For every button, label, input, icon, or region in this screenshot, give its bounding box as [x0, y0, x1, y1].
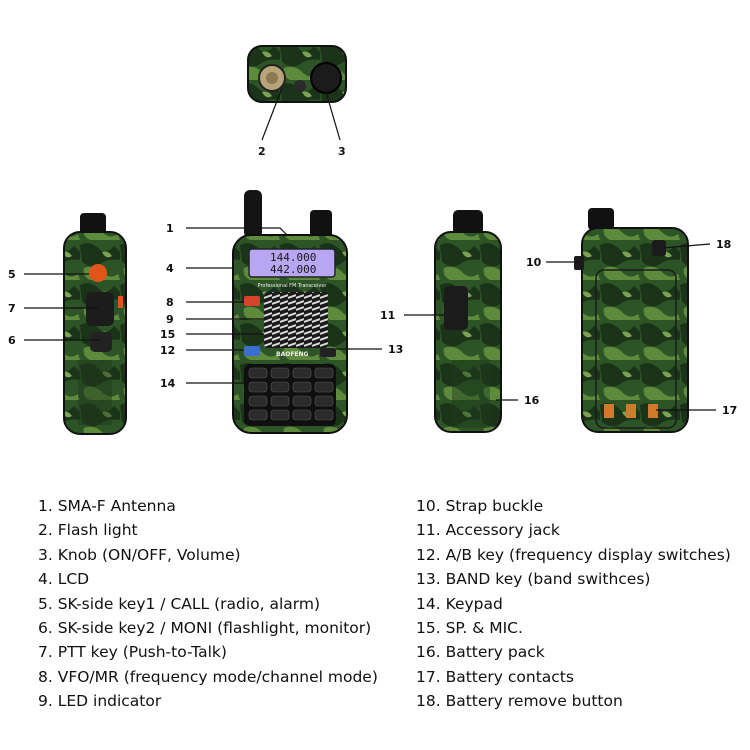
front-view: 144.000 442.000 Professional FM Transcei…	[232, 190, 348, 434]
callout-11: 11	[380, 309, 395, 322]
callout-16: 16	[524, 394, 540, 407]
right-side-view	[434, 210, 502, 433]
legend-item: 12. A/B key (frequency display switches)	[416, 545, 731, 564]
callout-5: 5	[8, 268, 16, 281]
radio-diagram: 144.000 442.000 Professional FM Transcei…	[8, 45, 737, 435]
legend-item: 17. Battery contacts	[416, 667, 574, 686]
model-band-text: Professional FM Transceiver	[258, 283, 328, 289]
legend-item: 15. SP. & MIC.	[416, 619, 523, 638]
ab-key	[244, 346, 260, 356]
keypad	[244, 364, 336, 426]
band-key	[320, 348, 336, 357]
callout-4: 4	[166, 262, 174, 275]
legend-item: 14. Keypad	[416, 594, 503, 613]
antenna	[244, 190, 262, 238]
callout-3: 3	[338, 145, 346, 158]
callout-2: 2	[258, 145, 266, 158]
knob-top	[310, 62, 342, 94]
callouts: 1 2 3 4 5 6 7 8 9 10 11 12 13 14 15 16 1…	[8, 145, 737, 417]
battery-pack	[595, 269, 677, 429]
strap-buckle	[574, 256, 584, 270]
lcd-screen	[248, 248, 336, 278]
callout-18: 18	[716, 238, 731, 251]
callout-9: 9	[166, 313, 174, 326]
legend-item: 9. LED indicator	[38, 692, 162, 711]
left-side-view	[63, 213, 127, 435]
legend-item: 4. LCD	[38, 570, 90, 589]
callout-17: 17	[722, 404, 737, 417]
legend-item: 6. SK-side key2 / MONI (flashlight, moni…	[38, 619, 372, 638]
legend-item: 18. Battery remove button	[416, 692, 623, 711]
callout-15: 15	[160, 328, 175, 341]
sk-side-key1	[89, 264, 107, 282]
lcd-line1: 144.000	[270, 251, 316, 264]
legend-item: 16. Battery pack	[416, 643, 545, 662]
ptt-key	[86, 292, 114, 326]
legend-right: 10. Strap buckle 11. Accessory jack 12. …	[416, 494, 731, 714]
callout-7: 7	[8, 302, 16, 315]
legend-item: 8. VFO/MR (frequency mode/channel mode)	[38, 667, 378, 686]
legend-item: 1. SMA-F Antenna	[38, 497, 176, 515]
legend-item: 7. PTT key (Push-to-Talk)	[38, 643, 227, 662]
legend-left: 1. SMA-F Antenna 2. Flash light 3. Knob …	[38, 494, 378, 714]
battery-contacts	[604, 404, 658, 418]
speaker-grille	[264, 292, 328, 348]
callout-13: 13	[388, 343, 403, 356]
legend-item: 3. Knob (ON/OFF, Volume)	[38, 545, 241, 564]
top-view	[247, 45, 347, 103]
vfo-mr-key	[244, 296, 260, 306]
leader-lines	[24, 227, 716, 411]
callout-10: 10	[526, 256, 542, 269]
callout-1: 1	[166, 222, 174, 235]
brand-text: BAOFENG	[276, 351, 309, 358]
legend-item: 13. BAND key (band swithces)	[416, 570, 651, 589]
legend-item: 11. Accessory jack	[416, 521, 560, 540]
back-view	[574, 208, 689, 433]
legend-item: 2. Flash light	[38, 521, 138, 540]
sk-side-key2	[90, 332, 112, 352]
callout-8: 8	[166, 296, 174, 309]
legend-item: 10. Strap buckle	[416, 497, 544, 515]
callout-12: 12	[160, 344, 175, 357]
lcd-line2: 442.000	[270, 263, 316, 276]
battery-remove-button	[652, 240, 666, 256]
callout-14: 14	[160, 377, 176, 390]
accessory-jack	[444, 286, 468, 330]
legend-item: 5. SK-side key1 / CALL (radio, alarm)	[38, 594, 321, 613]
callout-6: 6	[8, 334, 16, 347]
